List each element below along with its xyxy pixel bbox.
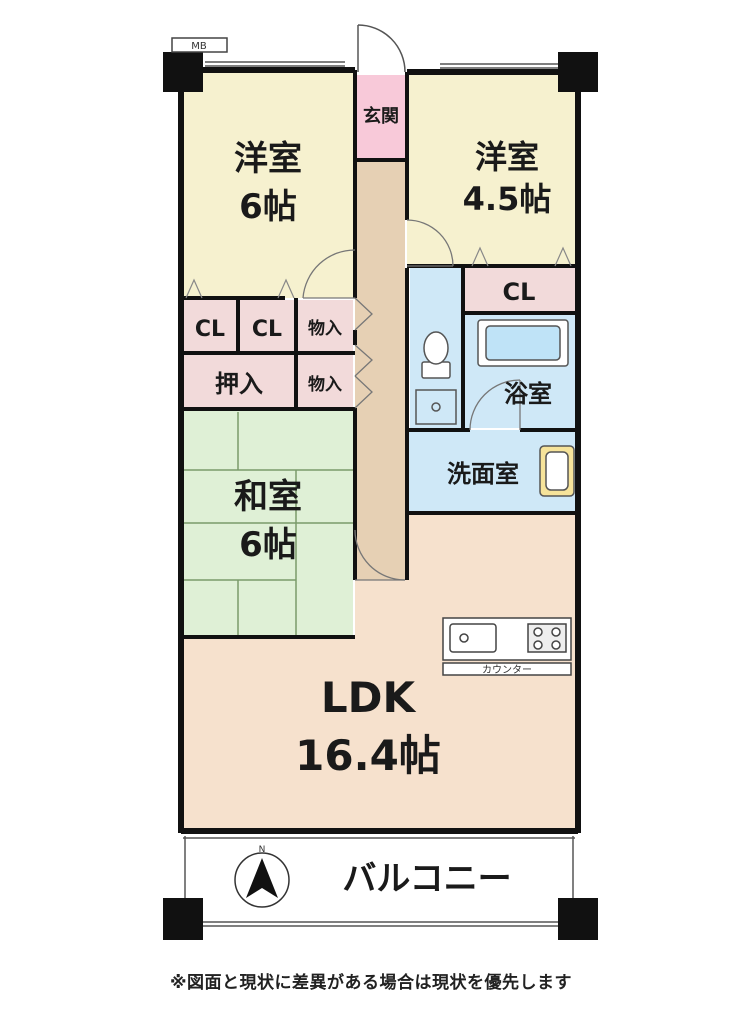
oshiire-area: [183, 355, 295, 408]
entrance-door: [357, 24, 406, 73]
ldk-size: 16.4帖: [295, 731, 441, 780]
balcony-label: バルコニー: [342, 859, 511, 899]
toilet-icon: [415, 331, 457, 425]
western-room-2-name: 洋室: [475, 138, 539, 176]
top-windows: [205, 61, 560, 69]
closet-1-label: CL: [195, 317, 225, 342]
entrance-label: 玄関: [363, 105, 399, 127]
storage-2-area: [297, 355, 353, 408]
western-room-2-area: [407, 75, 575, 265]
ldk-name: LDK: [321, 673, 417, 722]
ldk-area: [183, 512, 575, 830]
bathroom-label: 浴室: [504, 380, 552, 408]
oshiire-label: 押入: [215, 370, 263, 398]
columns: [163, 52, 598, 940]
counter-label: カウンター: [482, 664, 532, 676]
washroom-label: 洗面室: [447, 460, 519, 488]
storage-2-label: 物入: [308, 374, 342, 395]
corridor-area: [355, 160, 405, 580]
western-room-1-name: 洋室: [234, 139, 302, 179]
interior-walls: [183, 70, 578, 639]
japanese-room-size: 6帖: [239, 525, 297, 565]
closet-1-area: [183, 300, 238, 352]
closet-2-area: [240, 300, 295, 352]
meter-box-label: MB: [191, 41, 207, 52]
disclaimer-note: ※図面と現状に差異がある場合は現状を優先します: [169, 973, 573, 993]
bathtub-icon: [477, 319, 569, 367]
closet-3-area: [463, 268, 575, 312]
western-room-1-size: 6帖: [239, 187, 297, 227]
entrance-area: [355, 75, 407, 160]
kitchen-counter: [442, 617, 572, 676]
compass-north-label: N: [259, 845, 266, 855]
exterior-walls: [178, 67, 581, 834]
wash-basin-icon: [539, 445, 575, 497]
closet-door-marks: [185, 246, 572, 299]
door-swings: [302, 219, 521, 581]
japanese-room-name: 和室: [234, 477, 302, 517]
closet-3-label: CL: [503, 278, 536, 306]
tatami-lines: [183, 412, 353, 635]
storage-1-area: [297, 300, 353, 352]
western-room-2-size: 4.5帖: [463, 180, 552, 218]
compass-icon: [234, 852, 290, 908]
storage-1-label: 物入: [308, 318, 342, 339]
western-room-1-area: [183, 70, 353, 298]
closet-2-label: CL: [252, 317, 282, 342]
meter-box: [171, 37, 228, 53]
